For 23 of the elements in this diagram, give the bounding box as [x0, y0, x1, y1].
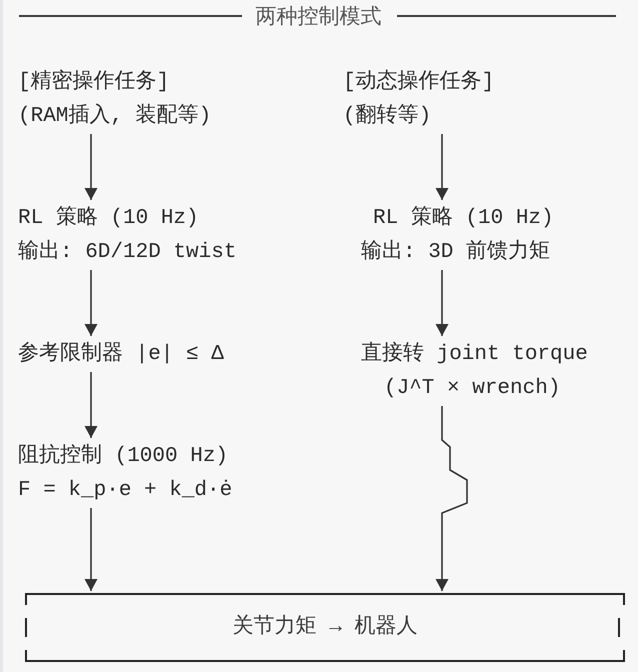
arrow	[436, 270, 448, 336]
arrow	[436, 406, 468, 591]
arrow	[84, 372, 98, 438]
task-note: (翻转等)	[343, 102, 432, 130]
step-label: 直接转 joint torque	[361, 340, 588, 368]
step-label: RL 策略 (10 Hz)	[18, 205, 199, 232]
output-note: 输出: 3D 前馈力矩	[361, 238, 550, 266]
step-label: 参考限制器 |e| ≤ Δ	[18, 340, 224, 368]
step-label: RL 策略 (10 Hz)	[373, 205, 554, 232]
task-heading: [精密操作任务]	[18, 68, 170, 96]
box-label: 关节力矩 → 机器人	[232, 614, 418, 640]
formula-text: F = k_p·e + k_d·ė	[18, 478, 232, 504]
title-text: 两种控制模式	[256, 3, 382, 30]
formula-text: (J^T × wrench)	[384, 376, 560, 402]
output-note: 输出: 6D/12D twist	[18, 238, 236, 266]
arrow	[84, 134, 98, 200]
task-note: (RAM插入, 装配等)	[18, 102, 212, 130]
step-label: 阻抗控制 (1000 Hz)	[18, 442, 228, 470]
arrow	[84, 508, 98, 591]
output-box	[25, 593, 625, 662]
task-heading: [动态操作任务]	[343, 68, 494, 96]
arrow	[84, 270, 98, 336]
arrow	[436, 134, 448, 200]
